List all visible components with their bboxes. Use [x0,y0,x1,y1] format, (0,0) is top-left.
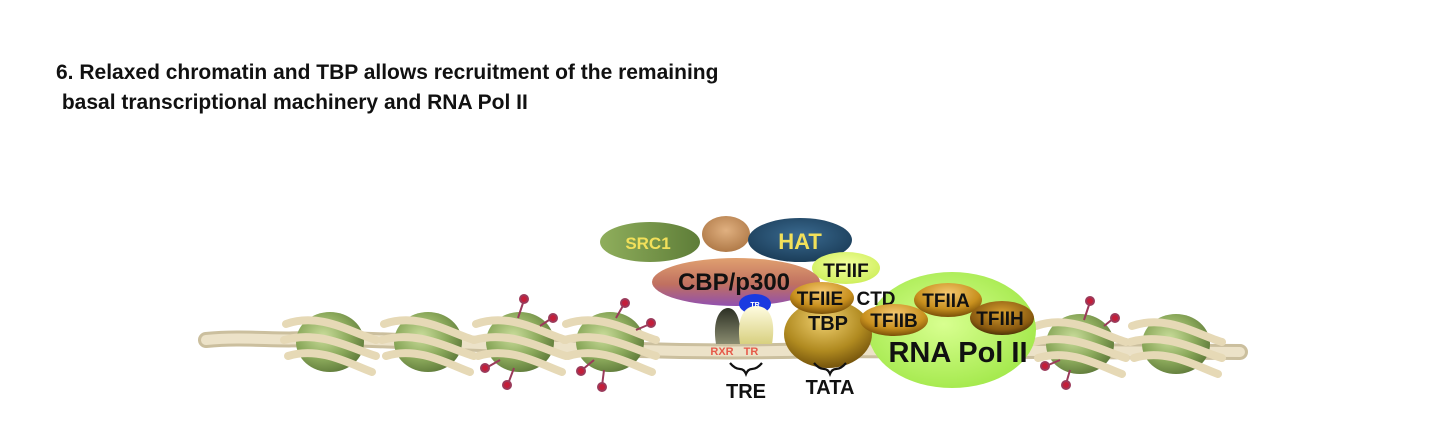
tfiia-label: TFIIA [922,291,970,312]
tata-brace [813,362,847,377]
tfiie-label: TFIIE [797,289,843,310]
cbp-p300-label: CBP/p300 [678,269,790,296]
tr-small-label: TR [750,302,759,309]
nucleosome [1126,314,1226,378]
hat [748,218,852,262]
tfiib [860,304,928,336]
slide-title: 6. Relaxed chromatin and TBP allows recr… [56,58,956,118]
nucleosome [470,312,570,376]
tfiif [812,252,880,284]
tfiif-label: TFIIF [823,261,868,282]
rxr-label: RXR [710,346,733,358]
rna-pol-ii-label: RNA Pol II [888,337,1027,369]
tata-label: TATA [806,377,855,399]
rna-pol-ii [868,272,1036,388]
tfiih-label: TFIIH [976,309,1024,330]
tbp-label: TBP [808,313,848,335]
tfiib-label: TFIIB [870,311,918,332]
acetylation-marks [480,294,1120,392]
title-line-1: 6. Relaxed chromatin and TBP allows recr… [56,61,719,84]
nucleosome [378,312,478,376]
nucleosome [560,312,660,376]
coactivator-top-blob [702,216,750,252]
tfiie [790,282,854,314]
nucleosome [280,312,380,376]
tre-label: TRE [726,381,766,403]
title-line-2: basal transcriptional machinery and RNA … [56,91,528,114]
tr-protein [738,306,774,344]
tfiia [914,283,982,317]
tbp [784,300,872,368]
tre-brace [729,362,763,377]
src1-label: SRC1 [625,234,670,253]
tfiih [970,301,1034,335]
tr-label: TR [744,346,759,358]
src1 [600,222,700,262]
hat-label: HAT [778,229,822,254]
cbp-p300 [652,258,820,306]
nucleosome [1030,314,1130,378]
rxr-protein [714,308,741,344]
